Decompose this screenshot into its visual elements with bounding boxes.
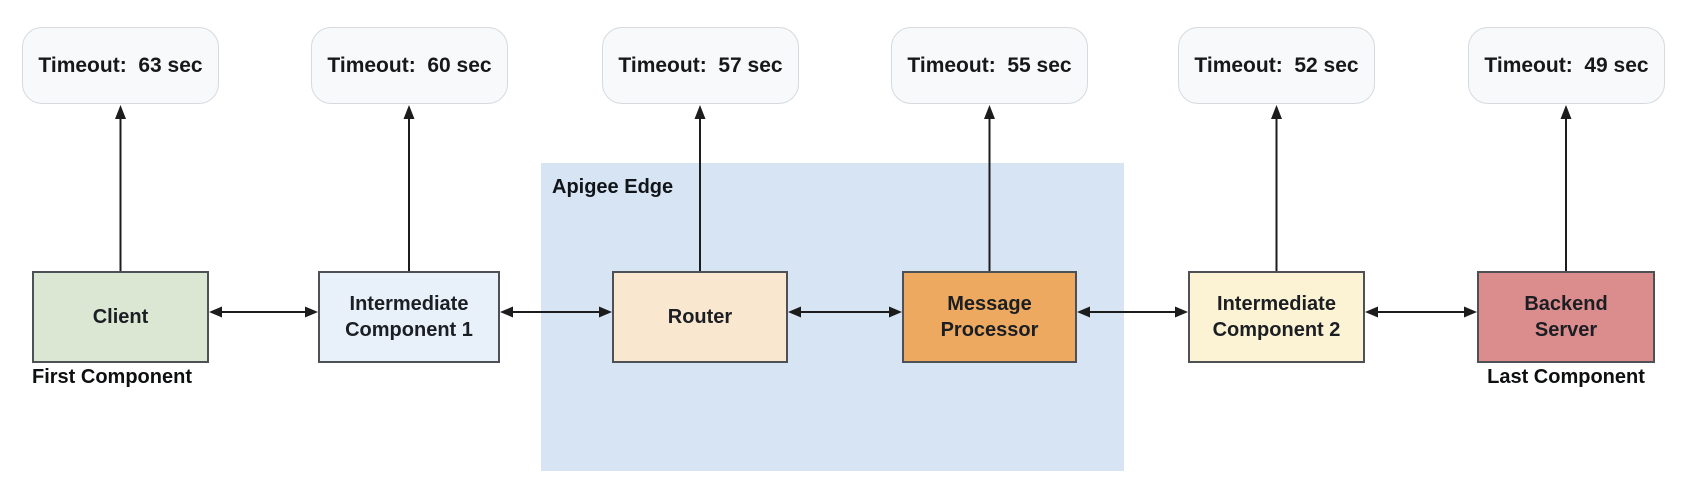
timeout-arrow-client xyxy=(115,105,126,271)
timeout-box-intermediate1: Timeout: 60 sec xyxy=(311,27,508,104)
timeout-box-message-processor: Timeout: 55 sec xyxy=(891,27,1088,104)
node-backend-server-label: Backend Server xyxy=(1524,293,1608,341)
timeout-box-intermediate2-label: Timeout: 52 sec xyxy=(1194,53,1359,77)
timeout-box-client-label: Timeout: 63 sec xyxy=(38,53,203,77)
timeout-box-router-label: Timeout: 57 sec xyxy=(618,53,783,77)
node-intermediate-component-1: Intermediate Component 1 xyxy=(318,271,500,363)
timeout-box-client: Timeout: 63 sec xyxy=(22,27,219,104)
timeout-box-backend: Timeout: 49 sec xyxy=(1468,27,1665,104)
node-client-label: Client xyxy=(92,306,149,328)
arrow-intermediate2-backend xyxy=(1365,306,1477,318)
node-router-label: Router xyxy=(667,306,733,328)
node-client: Client xyxy=(32,271,209,363)
node-router: Router xyxy=(612,271,788,363)
timeout-box-message-processor-label: Timeout: 55 sec xyxy=(907,53,1072,77)
node-backend-server: Backend Server xyxy=(1477,271,1655,363)
arrow-client-intermediate1 xyxy=(209,306,318,318)
timeout-box-intermediate1-label: Timeout: 60 sec xyxy=(327,53,492,77)
node-intermediate-component-2: Intermediate Component 2 xyxy=(1188,271,1365,363)
apigee-edge-region-label: Apigee Edge xyxy=(552,176,674,198)
timeout-arrow-backend xyxy=(1560,105,1572,271)
timeout-box-intermediate2: Timeout: 52 sec xyxy=(1178,27,1375,104)
timeout-arrow-intermediate2 xyxy=(1271,105,1282,271)
timeout-box-router: Timeout: 57 sec xyxy=(602,27,799,104)
caption-first-component: First Component xyxy=(32,366,192,388)
timeout-box-backend-label: Timeout: 49 sec xyxy=(1484,53,1649,77)
node-intermediate-component-2-label: Intermediate Component 2 xyxy=(1212,293,1341,341)
timeout-arrow-intermediate1 xyxy=(403,105,415,271)
node-message-processor: Message Processor xyxy=(902,271,1077,363)
node-intermediate-component-1-label: Intermediate Component 1 xyxy=(345,293,473,341)
node-message-processor-label: Message Processor xyxy=(940,293,1039,341)
caption-last-component: Last Component xyxy=(1487,366,1645,388)
